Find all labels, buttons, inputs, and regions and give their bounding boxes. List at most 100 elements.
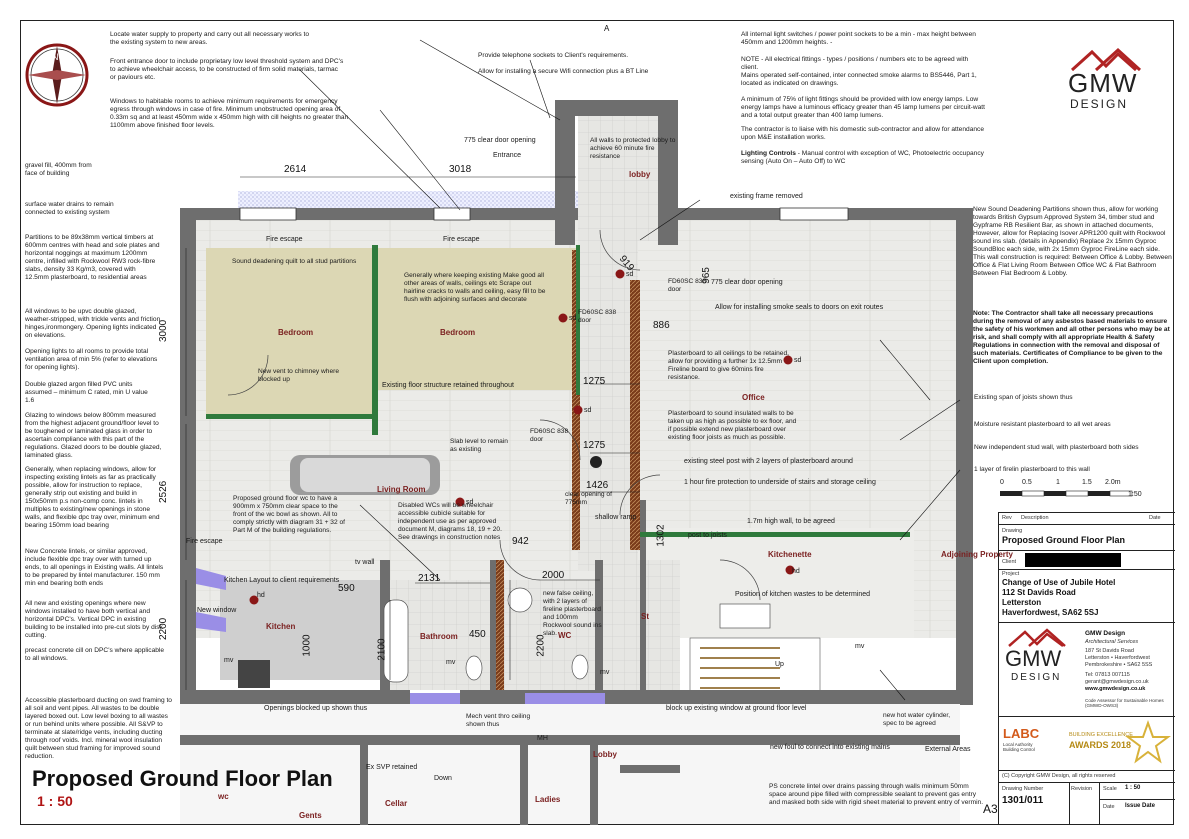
note-windows-egress: Windows to habitable rooms to achieve mi… xyxy=(110,98,349,130)
label-mech-vent: Mech vent thro ceiling shown thus xyxy=(466,713,531,729)
label-make-good: Generally where keeping existing Make go… xyxy=(404,272,546,304)
label-mv-4: mv xyxy=(855,643,865,650)
label-plasterboard-ceiling: Plasterboard to all ceilings to be retai… xyxy=(668,350,789,382)
label-fd60-1: FD60SC 838 door xyxy=(668,278,707,294)
note-electrical: NOTE - All electrical fittings - types /… xyxy=(741,56,969,72)
label-smoke-seals: Allow for installing smoke seals to door… xyxy=(715,304,884,311)
tb-award-2: AWARDS 2018 xyxy=(1069,740,1132,750)
note-contractor: The contractor is to liaise with his dom… xyxy=(741,126,984,142)
lighting-controls-heading: Lighting Controls xyxy=(741,150,796,157)
dim-1275-b: 1275 xyxy=(583,440,606,451)
note-telephone: Provide telephone sockets to Client's re… xyxy=(478,52,629,59)
corridor-fill xyxy=(578,241,638,571)
lobby-fill xyxy=(578,116,658,241)
tb-drawing-caption: Drawing xyxy=(1002,528,1023,534)
note-switch-heights: All internal light switches / power poin… xyxy=(741,31,976,47)
label-slab-level: Slab level to remain as existing xyxy=(450,438,508,454)
fire-wall-office xyxy=(572,250,580,550)
dim-1275-a: 1275 xyxy=(583,376,606,387)
label-disabled-wc: Disabled WCs will be wheelchair accessib… xyxy=(398,502,502,542)
label-fire-stairs: 1 hour fire protection to underside of s… xyxy=(684,479,876,486)
wc-pan-bath xyxy=(465,655,483,681)
note-lintels: Generally, when replacing windows, allow… xyxy=(25,466,160,530)
drawing-scale: 1 : 50 xyxy=(37,793,73,809)
tb-tel: Tel: 07813 007115 xyxy=(1085,672,1130,678)
label-door-775b: 775 clear door opening xyxy=(711,279,783,286)
label-shallow-ramp: shallow ramp xyxy=(595,514,637,521)
basin xyxy=(507,587,533,613)
label-mv-3: mv xyxy=(600,669,610,676)
label-new-foul: new foul to connect into existing mains xyxy=(770,744,890,751)
gravel-strip xyxy=(238,191,628,209)
tb-firm: GMW Design xyxy=(1085,630,1126,637)
tb-scale-caption: Scale xyxy=(1103,786,1117,792)
award-star-icon xyxy=(1125,720,1171,764)
label-existing-frame: existing frame removed xyxy=(730,193,803,200)
label-block-up: block up existing window at ground floor… xyxy=(666,705,807,712)
legend-stud-wall: New independent stud wall, with plasterb… xyxy=(974,444,1139,451)
wc-pan xyxy=(571,654,589,680)
label-floor-retained: Existing floor structure retained throug… xyxy=(382,382,514,389)
note-wifi: Allow for installing a secure Wifi conne… xyxy=(478,68,649,75)
label-door-775: 775 clear door opening xyxy=(464,137,536,144)
dim-2100: 2100 xyxy=(376,638,388,661)
scale-tick-3: 1.5 xyxy=(1082,479,1092,486)
tb-issue-date: Issue Date xyxy=(1125,803,1156,809)
room-kitchen: Kitchen xyxy=(266,622,296,631)
tb-firm-sub: Architectural Services xyxy=(1085,639,1139,645)
note-glazing: Glazing to windows below 800mm measured … xyxy=(25,412,162,460)
note-surface-water: surface water drains to remain connected… xyxy=(25,201,114,217)
tb-drawing-name: Proposed Ground Floor Plan xyxy=(1002,535,1126,545)
note-water: Locate water supply to property and carr… xyxy=(110,31,310,47)
room-living: Living Room xyxy=(377,485,426,494)
label-fire-escape-3: Fire escape xyxy=(186,538,223,545)
tb-date: Date xyxy=(1149,515,1161,521)
scale-tick-4: 2.0m xyxy=(1105,479,1121,486)
note-low-energy: A minimum of 75% of light fittings shoul… xyxy=(741,96,985,120)
tb-copyright: (C) Copyright GMW Design, all rights res… xyxy=(1002,773,1116,779)
tb-date-caption: Date xyxy=(1103,804,1115,810)
label-new-vent: New vent to chimney where blocked up xyxy=(258,368,339,384)
dim-1302: 1302 xyxy=(655,524,667,547)
room-bathroom: Bathroom xyxy=(420,632,458,641)
dim-2131: 2131 xyxy=(418,573,441,584)
room-cellar: Cellar xyxy=(385,799,408,808)
dim-942: 942 xyxy=(512,536,529,547)
label-hot-water: new hot water cylinder, spec to be agree… xyxy=(883,712,951,728)
label-steel-post: existing steel post with 2 layers of pla… xyxy=(684,458,853,465)
label-mv-2: mv xyxy=(446,659,456,666)
room-lobby-rear: Lobby xyxy=(593,750,617,759)
label-plasterboard-walls: Plasterboard to sound insulated walls to… xyxy=(668,410,797,442)
label-sd-1: sd xyxy=(626,271,634,278)
label-kitchen-wastes: Position of kitchen wastes to be determi… xyxy=(735,591,871,598)
note-ducting: Accessible plasterboard ducting on swd f… xyxy=(25,697,172,761)
tb-description: Description xyxy=(1021,515,1049,521)
tb-project-line-1: Change of Use of Jubile Hotel xyxy=(1002,578,1116,587)
tb-project-line-4: Haverfordwest, SA62 5SJ xyxy=(1002,608,1099,617)
room-ladies: Ladies xyxy=(535,795,561,804)
room-wc-rear: wc xyxy=(218,792,229,801)
tb-drawing-number-caption: Drawing Number xyxy=(1002,786,1044,792)
legend-moisture: Moisture resistant plasterboard to all w… xyxy=(974,421,1111,428)
rear-area xyxy=(180,704,960,824)
room-lobby: lobby xyxy=(629,170,651,179)
label-mv-1: mv xyxy=(224,657,234,664)
label-openings-blocked: Openings blocked up shown thus xyxy=(264,705,368,712)
dim-450: 450 xyxy=(469,629,486,640)
label-wc-note: Proposed ground floor wc to have a 900mm… xyxy=(233,495,345,535)
steel-post xyxy=(590,456,602,468)
label-down: Down xyxy=(434,775,452,782)
tb-labc-sub: Local Authority Building Control xyxy=(1003,742,1035,752)
scale-tick-0: 0 xyxy=(1000,479,1004,486)
dim-3000: 3000 xyxy=(158,319,169,342)
lighting-controls-text: - Manual control with exception of WC, P… xyxy=(741,150,984,166)
tb-address-1: 187 St Davids Road xyxy=(1085,648,1134,654)
fire-wall-corridor xyxy=(630,280,640,550)
label-clear-775: clear opening of 775mm xyxy=(565,491,612,507)
tb-scale: 1 : 50 xyxy=(1125,785,1141,791)
label-hd-1: hd xyxy=(257,592,265,599)
tb-drawing-number: 1301/011 xyxy=(1002,795,1044,806)
room-kitchenette: Kitchenette xyxy=(768,550,812,559)
label-wall-17: 1.7m high wall, to be agreed xyxy=(747,518,835,525)
